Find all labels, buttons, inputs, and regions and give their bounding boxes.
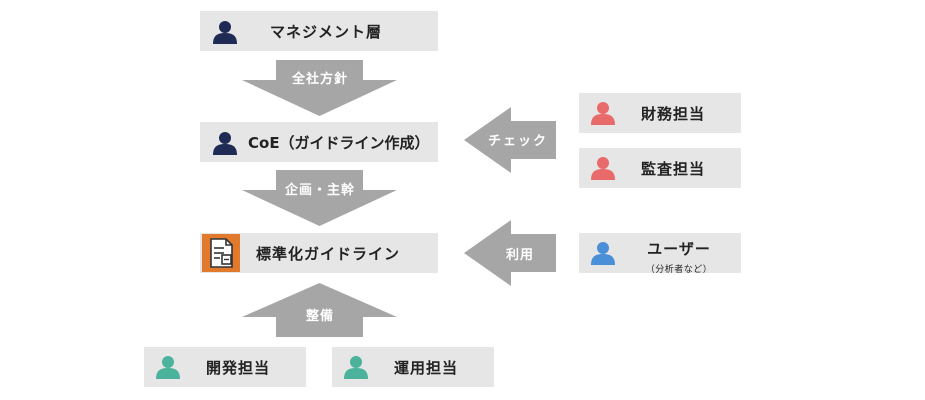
- person-icon: [591, 102, 615, 125]
- person-icon: [213, 21, 237, 44]
- user-box: ユーザー （分析者など）: [579, 233, 741, 275]
- person-icon: [213, 132, 237, 155]
- use-arrow-label: 利用: [505, 248, 534, 263]
- coe-label: CoE（ガイドライン作成）: [248, 133, 430, 152]
- user-label-group: ユーザー （分析者など）: [631, 238, 727, 275]
- guideline-box: 標準化ガイドライン: [200, 233, 438, 273]
- management-label: マネジメント層: [270, 22, 383, 41]
- policy-arrow-label: 全社方針: [291, 72, 348, 87]
- audit-label: 監査担当: [641, 159, 706, 178]
- finance-label: 財務担当: [641, 104, 706, 123]
- dev-box: 開発担当: [144, 347, 306, 387]
- document-icon: [202, 234, 240, 272]
- person-icon: [591, 157, 615, 180]
- dev-label: 開発担当: [206, 358, 271, 377]
- guideline-label: 標準化ガイドライン: [256, 244, 401, 263]
- person-icon: [156, 356, 180, 379]
- person-icon: [591, 242, 615, 265]
- left-arrow-use: [464, 220, 556, 286]
- ops-label: 運用担当: [394, 358, 459, 377]
- maintain-arrow-label: 整備: [305, 309, 334, 324]
- finance-box: 財務担当: [579, 93, 741, 133]
- ops-box: 運用担当: [332, 347, 494, 387]
- planning-arrow-label: 企画・主幹: [284, 183, 355, 198]
- user-label: ユーザー: [647, 240, 711, 258]
- user-sublabel: （分析者など）: [645, 265, 713, 275]
- check-arrow-label: チェック: [487, 134, 548, 149]
- person-icon: [344, 356, 368, 379]
- down-arrow-planning: [242, 170, 397, 226]
- down-arrow-policy: [242, 60, 397, 116]
- coe-box: CoE（ガイドライン作成）: [200, 122, 438, 162]
- up-arrow-maintain: [242, 283, 397, 337]
- left-arrow-check: [464, 107, 556, 173]
- audit-box: 監査担当: [579, 148, 741, 188]
- management-box: マネジメント層: [200, 11, 438, 51]
